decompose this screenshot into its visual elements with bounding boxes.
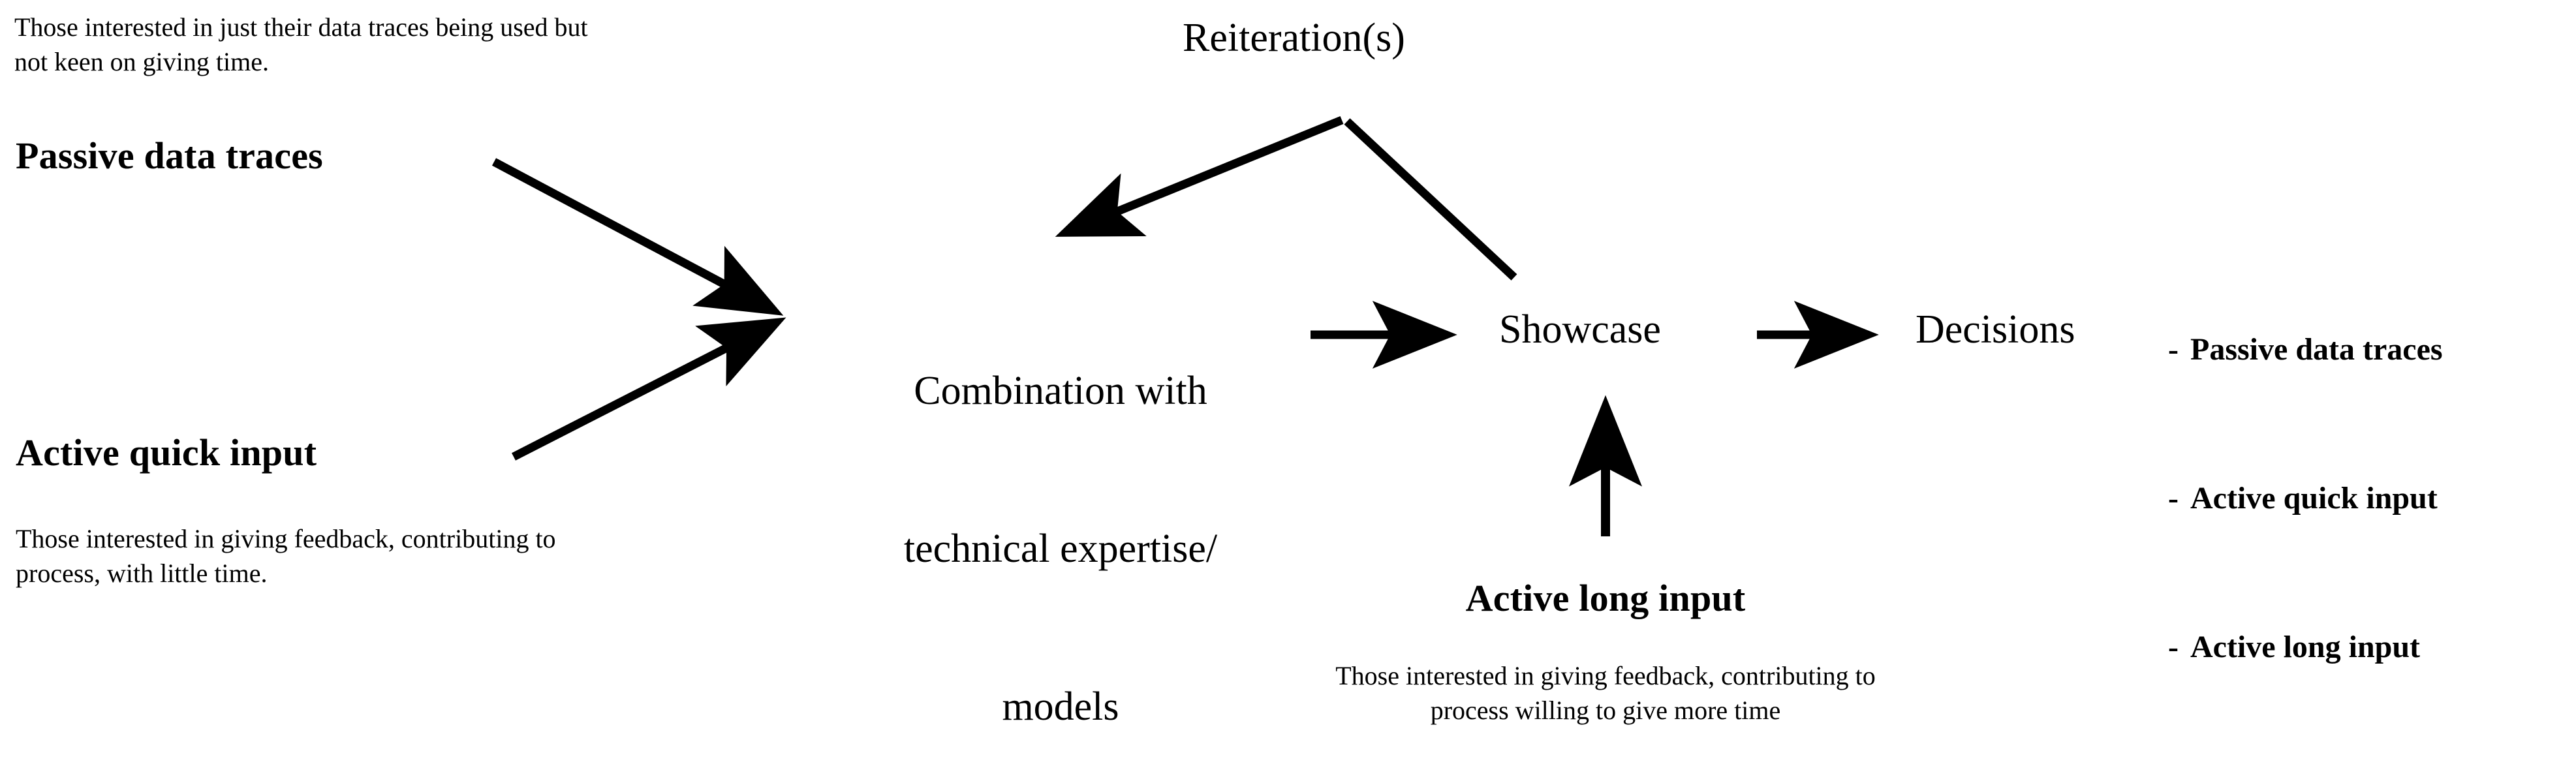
node-combination-with-technical-expertise: Combination with technical expertise/ mo… (819, 260, 1302, 768)
passive-data-traces-caption: Those interested in just their data trac… (14, 12, 588, 76)
list-item: - Passive data traces (2168, 334, 2573, 365)
combination-line-1: Combination with (914, 369, 1207, 414)
list-marker-icon: - (2168, 630, 2179, 664)
combination-line-3: models (1002, 684, 1119, 729)
edge-active-quick-to-combination (512, 317, 786, 461)
list-item: - Active quick input (2168, 483, 2573, 514)
list-item-label: Passive data traces (2190, 332, 2443, 367)
edge-reiterations-to-combination (1055, 115, 1344, 237)
active-long-input-heading: Active long input (1465, 577, 1746, 619)
node-reiterations: Reiteration(s) (1183, 16, 1405, 60)
list-marker-icon: - (2168, 481, 2179, 515)
list-item: - Active long input (2168, 632, 2573, 663)
edge-showcase-to-reiterations (1344, 118, 1517, 281)
active-long-input-caption: Those interested in giving feedback, con… (1335, 661, 1876, 725)
active-quick-input-heading: Active quick input (16, 431, 317, 474)
edge-passive-to-combination (491, 158, 784, 316)
combination-line-2: technical expertise/ (903, 526, 1218, 571)
node-showcase: Showcase (1499, 307, 1661, 352)
node-decisions: Decisions (1916, 307, 2075, 352)
passive-data-traces-heading: Passive data traces (16, 134, 323, 177)
list-item-label: Active quick input (2190, 481, 2438, 515)
list-marker-icon: - (2168, 332, 2179, 367)
outputs-list: - Passive data traces - Active quick inp… (2168, 240, 2573, 768)
active-quick-input-caption: Those interested in giving feedback, con… (16, 524, 556, 588)
list-item-label: Active long input (2190, 630, 2421, 664)
